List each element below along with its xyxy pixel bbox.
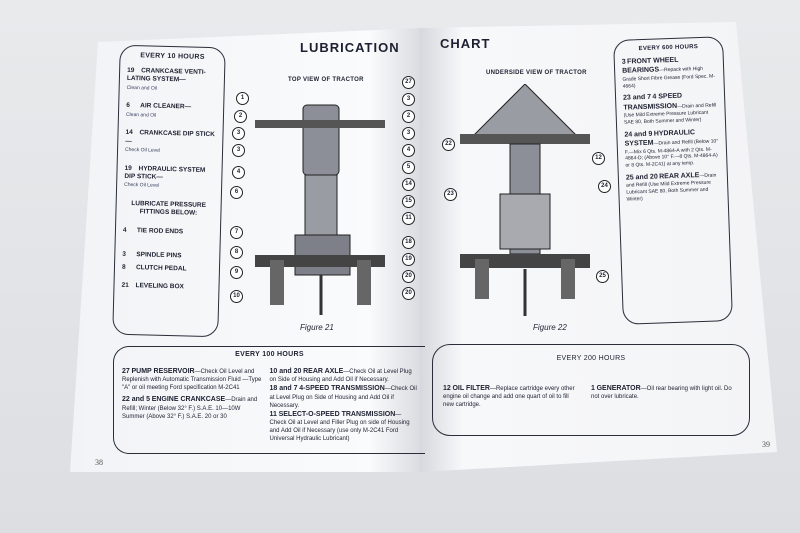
list-item: 1 GENERATOR—Oil rear bearing with light … xyxy=(591,384,732,401)
list-item: 27 PUMP RESERVOIR—Check Oil Level and Re… xyxy=(122,367,262,392)
callout-number: 7 xyxy=(230,226,243,239)
every-200-hours-box: EVERY 200 HOURS 12 OIL FILTER—Replace ca… xyxy=(432,344,750,436)
top-view-tractor-diagram xyxy=(255,104,385,315)
callout-number: 18 xyxy=(402,236,415,249)
pressure-heading: LUBRICATE PRESSURE FITTINGS BELOW: xyxy=(131,199,207,217)
chart-title-left: LUBRICATION xyxy=(300,40,400,55)
box-heading: EVERY 600 HOURS xyxy=(638,44,699,53)
every-600-hours-box: EVERY 600 HOURS 3 FRONT WHEEL BEARINGS—R… xyxy=(613,36,733,325)
right-page xyxy=(420,22,777,472)
list-item: 18 and 7 4-SPEED TRANSMISSION—Check Oil … xyxy=(269,385,417,409)
callout-number: 3 xyxy=(232,144,245,157)
list-item: 25 and 20 REAR AXLE—Drain and Refill (Us… xyxy=(625,171,717,203)
callout-number: 1 xyxy=(236,92,249,105)
figure-caption: Figure 21 xyxy=(300,323,334,332)
callout-number: 5 xyxy=(402,161,415,174)
callout-number: 3 xyxy=(232,127,245,140)
callout-number: 27 xyxy=(402,76,415,89)
box-heading: EVERY 200 HOURS xyxy=(556,355,626,362)
callout-number: 10 xyxy=(230,290,243,303)
callout-number: 2 xyxy=(402,110,415,123)
callout-number: 3 xyxy=(402,93,415,106)
callout-number: 23 xyxy=(444,188,457,201)
figure-caption: Figure 22 xyxy=(533,323,567,332)
list-item: 3 FRONT WHEEL BEARINGS—Repack with High … xyxy=(621,56,716,90)
list-item: 12 OIL FILTER—Replace cartridge every ot… xyxy=(443,384,575,409)
list-item: 10 and 20 REAR AXLE—Check Oil at Level P… xyxy=(269,367,412,383)
every-100-hours-box: EVERY 100 HOURS 27 PUMP RESERVOIR—Check … xyxy=(113,346,425,454)
callout-number: 9 xyxy=(230,266,243,279)
list-item: 24 and 9 HYDRAULIC SYSTEM—Drain and Refi… xyxy=(624,128,719,169)
callout-number: 3 xyxy=(402,127,415,140)
callout-number: 11 xyxy=(402,212,415,225)
callout-number: 4 xyxy=(232,166,245,179)
callout-number: 20 xyxy=(402,287,415,300)
figure-title: UNDERSIDE VIEW OF TRACTOR xyxy=(486,70,587,76)
callout-number: 12 xyxy=(592,152,605,165)
callout-number: 22 xyxy=(442,138,455,151)
callout-number: 6 xyxy=(230,186,243,199)
chart-title-right: CHART xyxy=(440,36,491,51)
page-number: 39 xyxy=(762,440,770,449)
callout-number: 19 xyxy=(402,253,415,266)
callout-number: 4 xyxy=(402,144,415,157)
list-item: 23 and 7 4 SPEED TRANSMISSION—Drain and … xyxy=(622,93,717,126)
callout-number: 2 xyxy=(234,110,247,123)
figure-title: TOP VIEW OF TRACTOR xyxy=(288,77,364,83)
list-item: 22 and 5 ENGINE CRANKCASE—Drain and Refi… xyxy=(122,396,258,420)
box-heading: EVERY 10 HOURS xyxy=(140,52,205,61)
underside-view-tractor-diagram xyxy=(460,84,590,316)
callout-number: 24 xyxy=(598,180,611,193)
list-item: 11 SELECT-O-SPEED TRANSMISSION—Check Oil… xyxy=(269,410,410,443)
box-heading: EVERY 100 HOURS xyxy=(235,351,304,358)
callout-number: 20 xyxy=(402,270,415,283)
callout-number: 8 xyxy=(230,246,243,259)
page-number: 38 xyxy=(95,458,103,467)
callout-number: 14 xyxy=(402,178,415,191)
callout-number: 25 xyxy=(596,270,609,283)
callout-number: 15 xyxy=(402,195,415,208)
